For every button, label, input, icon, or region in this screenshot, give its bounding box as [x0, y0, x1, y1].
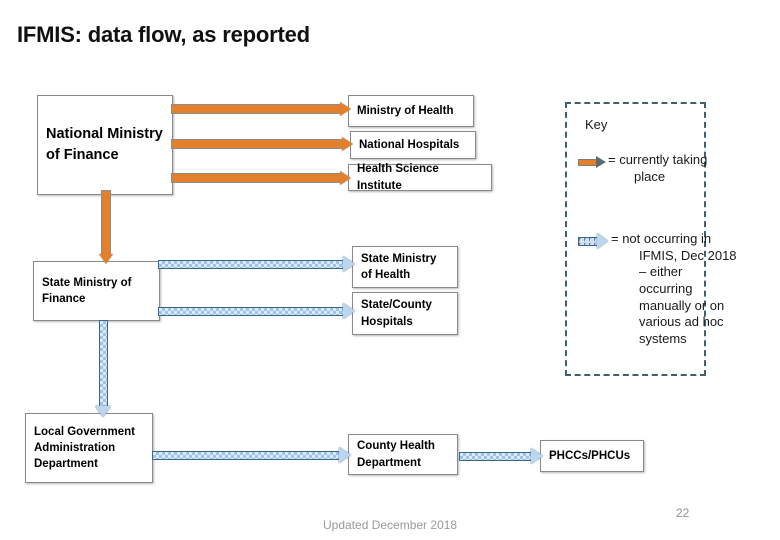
arrow-shaft [459, 452, 532, 461]
node-label: State Ministry of Health [361, 252, 437, 281]
node-national-ministry-finance[interactable]: National Ministry of Finance [37, 95, 173, 195]
arrow-shaft [171, 139, 343, 149]
arrow-shaft [101, 190, 111, 255]
node-label: State Ministry of Finance [42, 276, 132, 305]
flow-arrow-lgad-to-county-health-department [152, 447, 351, 463]
key-current-label: = currently taking place [608, 152, 708, 184]
node-label: Health Science Institute [357, 163, 439, 192]
flow-arrow-chd-to-phccs-phcus [459, 448, 543, 464]
flow-arrow-nmof-to-national-hospitals [171, 137, 353, 151]
page-number: 22 [676, 506, 690, 520]
node-label: PHCCs/PHCUs [549, 449, 631, 462]
key-not-occurring-arrow-icon [578, 233, 608, 249]
node-national-hospitals[interactable]: National Hospitals [350, 131, 476, 159]
node-label: State/County Hospitals [361, 299, 432, 328]
node-ministry-of-health[interactable]: Ministry of Health [348, 95, 474, 127]
node-label: Local Government Administration Departme… [34, 425, 135, 471]
arrow-shaft [578, 159, 597, 166]
node-health-science-institute[interactable]: Health Science Institute [348, 163, 492, 192]
key-not-occurring-label: = not occurring in IFMIS, Dec 2018 – eit… [611, 231, 737, 346]
key-current-arrow-icon [578, 156, 606, 168]
flow-arrow-nmof-to-moh [171, 102, 351, 116]
arrow-head [339, 447, 351, 463]
flow-arrow-smof-to-state-county-hospitals [158, 303, 355, 319]
flow-arrow-nmof-to-health-science-institute [171, 171, 351, 185]
flow-arrow-smof-to-state-ministry-health [158, 256, 355, 272]
arrow-head [340, 102, 351, 116]
arrow-shaft [578, 237, 598, 246]
arrow-head [99, 254, 113, 264]
node-county-health-department[interactable]: County Health Department [348, 434, 458, 475]
node-phccs-phcus[interactable]: PHCCs/PHCUs [540, 440, 644, 472]
node-label: National Hospitals [359, 138, 460, 151]
node-state-ministry-finance[interactable]: State Ministry of Finance [33, 261, 160, 321]
arrow-head [343, 303, 355, 319]
arrow-shaft [171, 173, 341, 183]
arrow-head [596, 156, 606, 168]
key-title: Key [585, 117, 608, 132]
arrow-head [597, 233, 608, 249]
node-label: National Ministry of Finance [46, 126, 163, 163]
arrow-head [340, 171, 351, 185]
arrow-shaft [152, 451, 340, 460]
arrow-head [531, 448, 543, 464]
page-title: IFMIS: data flow, as reported [17, 22, 310, 47]
node-label: Ministry of Health [357, 104, 454, 117]
flow-arrow-nmof-to-state-ministry-finance [99, 190, 113, 264]
arrow-head [342, 137, 353, 151]
node-state-ministry-health[interactable]: State Ministry of Health [352, 246, 458, 288]
footer-updated-note: Updated December 2018 [323, 518, 458, 532]
arrow-shaft [171, 104, 341, 114]
key-legend-box [565, 102, 706, 376]
arrow-shaft [99, 320, 108, 407]
node-local-government-admin[interactable]: Local Government Administration Departme… [25, 413, 153, 483]
flow-arrow-smof-to-local-government [95, 320, 111, 417]
arrow-shaft [158, 307, 344, 316]
arrow-head [95, 406, 111, 417]
node-label: County Health Department [357, 440, 435, 469]
arrow-head [343, 256, 355, 272]
node-state-county-hospitals[interactable]: State/County Hospitals [352, 292, 458, 335]
arrow-shaft [158, 260, 344, 269]
